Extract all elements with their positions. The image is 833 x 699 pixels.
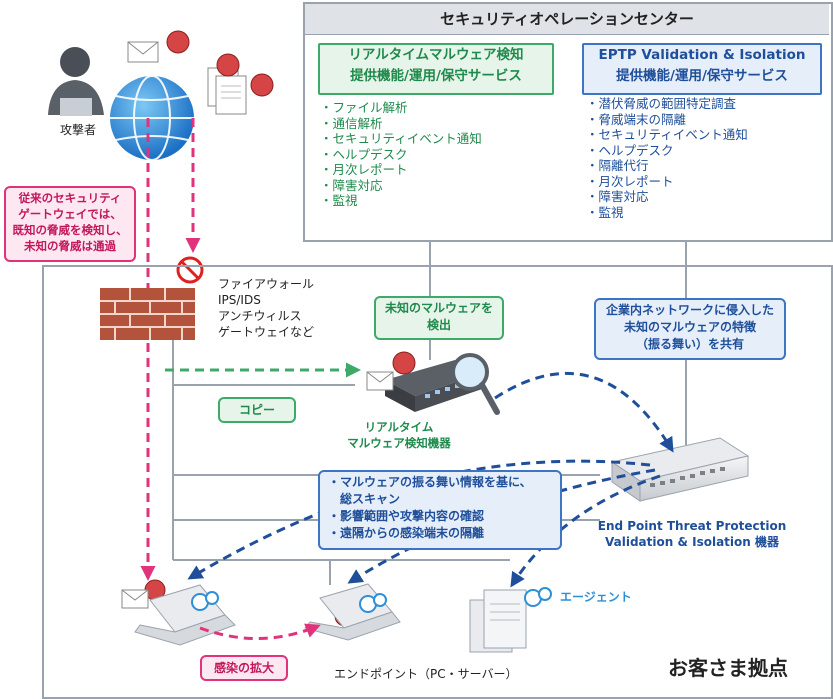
list-item: ・潜伏脅威の範囲特定調査 (586, 96, 737, 111)
site-label: お客さま拠点 (668, 656, 788, 680)
list-item: ・セキュリティイベント通知 (320, 131, 482, 146)
share-callout: 企業内ネットワークに侵入した 未知のマルウェアの特徴 （振る舞い）を共有 (594, 298, 786, 360)
soc-title: セキュリティオペレーションセンター (305, 4, 829, 35)
realtime-device-label: リアルタイム マルウェア検知機器 (334, 419, 464, 451)
firewall-icon (100, 288, 195, 340)
callout-line: 総スキャン (328, 492, 401, 506)
scan-arrow-server (510, 474, 661, 588)
laptop-icon (304, 583, 401, 641)
list-item: ・月次レポート (586, 173, 674, 189)
firewall-label-line: IPS/IDS (218, 293, 261, 307)
list-item: ・監視 (586, 204, 624, 220)
mail-icon (127, 41, 159, 63)
callout-line: 企業内ネットワークに侵入した (605, 303, 774, 317)
callout-line: 既知の脅威を検知し、 (12, 223, 128, 237)
agent-label: エージェント (560, 590, 632, 604)
spread-arrow (199, 623, 321, 640)
spread-label: 感染の拡大 (200, 655, 288, 681)
callout-line: 未知のマルウェアを (384, 301, 493, 315)
list-item: ・監視 (320, 193, 358, 208)
magnifier-icon (451, 353, 500, 415)
blue-header-line: 提供機能/運用/保守サービス (616, 68, 788, 84)
firewall-label-line: ゲートウェイなど (218, 325, 315, 339)
detect-callout: 未知のマルウェアを 検出 (374, 296, 504, 340)
blocked-icon (176, 256, 204, 284)
endpoint-label: エンドポイント（PC・サーバー） (334, 667, 518, 681)
green-header-line: リアルタイムマルウェア検知 (348, 47, 524, 63)
callout-line: ・遠隔からの感染端末の隔離 (328, 526, 485, 540)
list-item: ・月次レポート (320, 162, 408, 177)
green-service-header: リアルタイムマルウェア検知 提供機能/運用/保守サービス (318, 43, 554, 95)
globe-icon (110, 75, 194, 161)
agent-icon (191, 587, 552, 613)
list-item: ・セキュリティイベント通知 (586, 127, 748, 142)
eptp-device-label: End Point Threat Protection Validation &… (592, 518, 792, 550)
list-item: ・脅威端末の隔離 (586, 111, 687, 127)
list-item: ・通信解析 (320, 115, 383, 131)
soc-panel (303, 2, 833, 242)
attacker-label: 攻撃者 (60, 123, 97, 137)
list-item: ・隔離代行 (586, 158, 649, 173)
blue-service-list: ・潜伏脅威の範囲特定調査 ・脅威端末の隔離 ・セキュリティイベント通知 ・ヘルプ… (586, 96, 748, 220)
server-icon (469, 589, 527, 653)
mail-icon (121, 589, 149, 609)
green-header-line: 提供機能/運用/保守サービス (350, 68, 522, 84)
list-item: ・ヘルプデスク (320, 146, 408, 162)
blue-service-header: EPTP Validation & Isolation 提供機能/運用/保守サー… (582, 43, 822, 95)
firewall-label-line: アンチウィルス (218, 309, 302, 323)
firewall-label-line: ファイアウォール (218, 277, 315, 291)
callout-line: 従来のセキュリティ (18, 191, 122, 205)
device-label-line: Validation & Isolation 機器 (605, 535, 779, 549)
callout-line: 検出 (426, 318, 451, 332)
callout-line: ・マルウェアの振る舞い情報を基に、 (328, 475, 532, 489)
attacker-icon (48, 47, 104, 116)
callout-line: ゲートウェイでは、 (18, 207, 122, 221)
scan-callout: ・マルウェアの振る舞い情報を基に、 総スキャン ・影響範囲や攻撃内容の確認 ・遠… (318, 470, 562, 550)
device-label-line: End Point Threat Protection (597, 519, 787, 533)
list-item: ・ファイル解析 (320, 100, 408, 115)
callout-line: ・影響範囲や攻撃内容の確認 (328, 509, 485, 523)
share-arrow (494, 371, 674, 453)
mail-icon (366, 371, 394, 391)
list-item: ・ヘルプデスク (586, 142, 674, 158)
callout-line: 未知の脅威は通過 (24, 239, 116, 253)
firewall-label: ファイアウォール IPS/IDS アンチウィルス ゲートウェイなど (218, 276, 314, 340)
copy-label: コピー (218, 397, 296, 423)
device-label-line: リアルタイム (364, 420, 434, 434)
device-label-line: マルウェア検知機器 (347, 436, 451, 450)
blue-header-line: EPTP Validation & Isolation (598, 47, 806, 63)
callout-line: （振る舞い）を共有 (635, 337, 744, 351)
green-service-list: ・ファイル解析 ・通信解析 ・セキュリティイベント通知 ・ヘルプデスク ・月次レ… (320, 100, 482, 209)
list-item: ・障害対応 (320, 177, 383, 193)
list-item: ・障害対応 (586, 189, 649, 204)
gateway-callout: 従来のセキュリティ ゲートウェイでは、 既知の脅威を検知し、 未知の脅威は通過 (4, 186, 136, 262)
callout-line: 未知のマルウェアの特徴 (623, 320, 756, 334)
